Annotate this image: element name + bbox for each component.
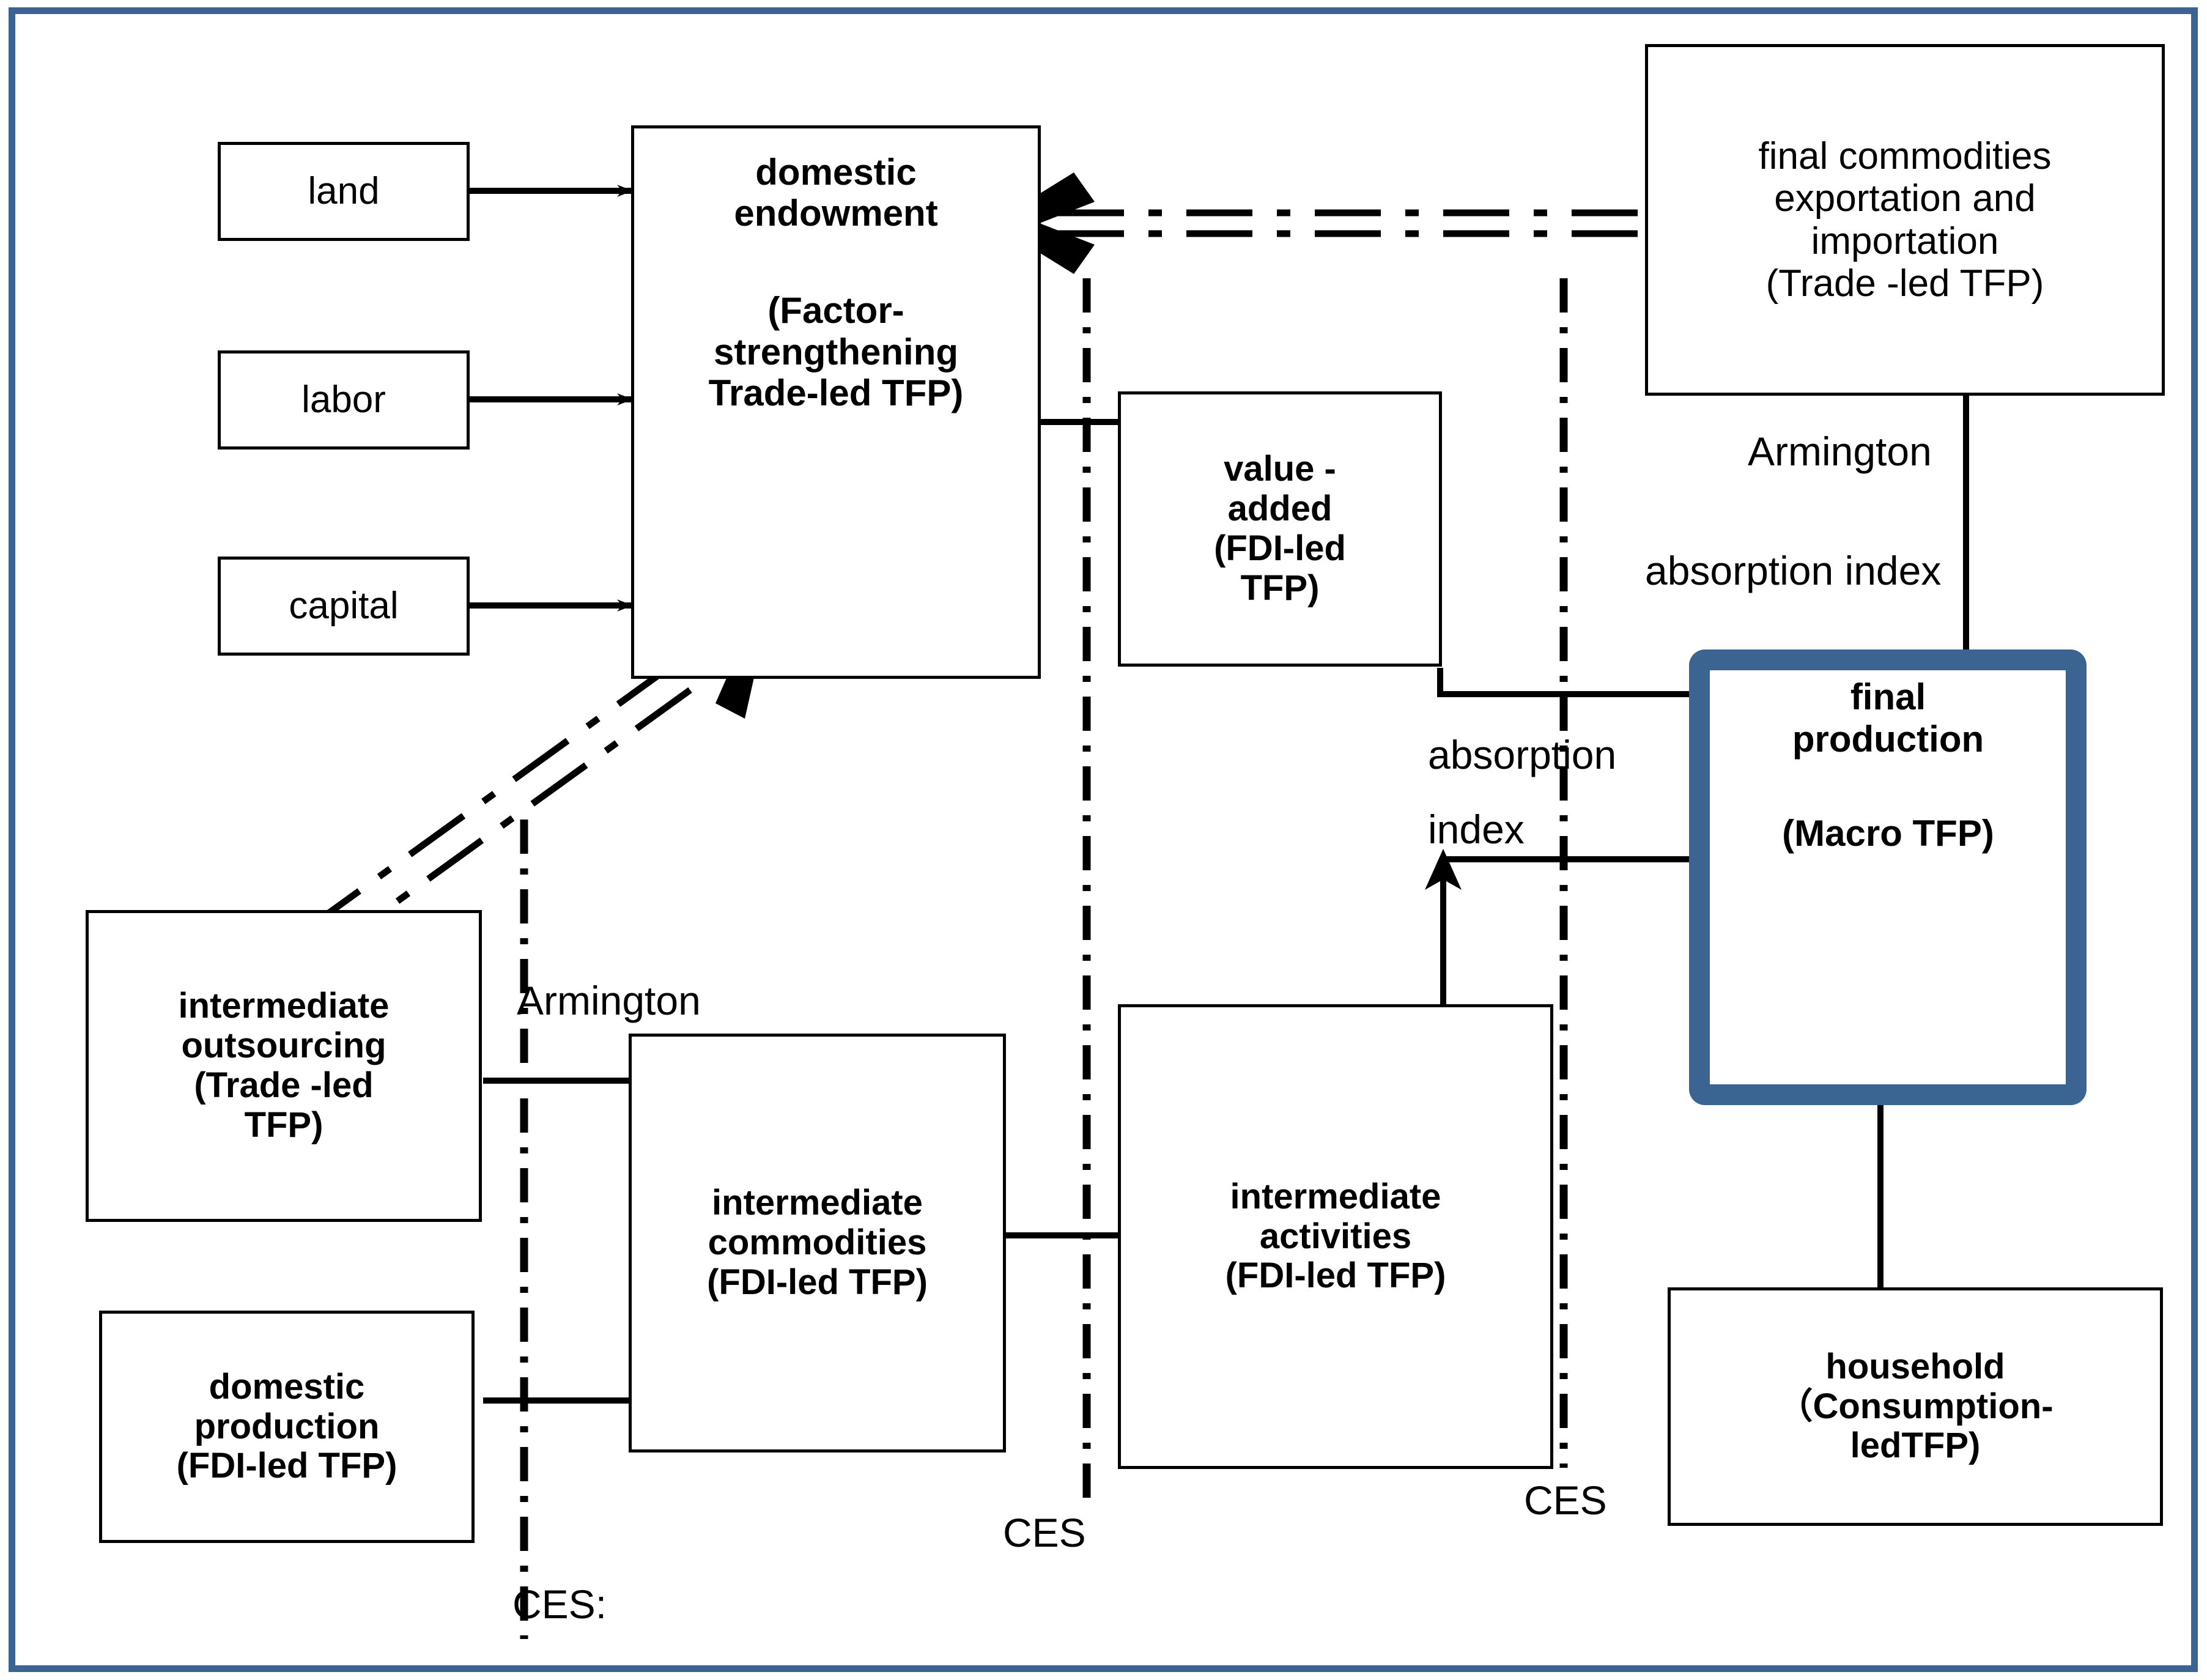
box-intermediate-commodities-line2: commodities bbox=[708, 1223, 927, 1263]
box-value-added[interactable]: value - added (FDI-led TFP) bbox=[1118, 391, 1442, 667]
box-final-production-line3: (Macro TFP) bbox=[1782, 813, 1994, 854]
box-domestic-production-line2: production bbox=[194, 1406, 380, 1446]
box-intermediate-outsourcing[interactable]: intermediate outsourcing (Trade -led TFP… bbox=[86, 910, 482, 1222]
arrowhead-trade-led-left bbox=[992, 172, 1095, 274]
box-final-commodities[interactable]: final commodities exportation and import… bbox=[1645, 44, 2165, 396]
label-armington-left: Armington bbox=[517, 978, 701, 1023]
box-value-added-line3: (FDI-led bbox=[1214, 528, 1346, 568]
box-final-commodities-line2: exportation and bbox=[1774, 177, 2036, 220]
box-household-line3: ledTFP) bbox=[1850, 1426, 1981, 1466]
box-labor-label: labor bbox=[301, 379, 386, 421]
box-domestic-production-line1: domestic bbox=[209, 1366, 365, 1407]
box-final-production[interactable] bbox=[1689, 649, 2087, 1105]
box-intermediate-activities-line1: intermediate bbox=[1230, 1176, 1441, 1216]
box-capital[interactable]: capital bbox=[218, 557, 470, 656]
label-index-left: index bbox=[1428, 807, 1525, 852]
box-intermediate-outsourcing-line2: outsourcing bbox=[181, 1026, 386, 1066]
box-intermediate-activities-line2: activities bbox=[1259, 1216, 1412, 1256]
label-armington-top-right: Armington bbox=[1748, 429, 1932, 474]
box-intermediate-outsourcing-line4: TFP) bbox=[244, 1105, 323, 1145]
box-final-production-text: final production (Macro TFP) bbox=[1712, 676, 2064, 854]
box-final-production-line2: production bbox=[1792, 719, 1984, 760]
label-absorption-left: absorption bbox=[1428, 732, 1617, 777]
box-domestic-production[interactable]: domestic production (FDI-led TFP) bbox=[99, 1311, 475, 1543]
flow-outsourcing-to-endowment bbox=[303, 657, 700, 957]
box-labor[interactable]: labor bbox=[218, 350, 470, 450]
box-intermediate-commodities[interactable]: intermediate commodities (FDI-led TFP) bbox=[629, 1034, 1006, 1452]
box-final-commodities-line4: (Trade -led TFP) bbox=[1765, 262, 2044, 305]
box-domestic-endowment-line4: strengthening bbox=[714, 331, 958, 372]
box-land-label: land bbox=[308, 170, 380, 213]
flow-trade-led-tfp-to-endowment bbox=[1058, 209, 1645, 237]
box-domestic-endowment[interactable]: domestic endowment (Factor- strengthenin… bbox=[631, 125, 1041, 679]
box-intermediate-outsourcing-line1: intermediate bbox=[178, 986, 390, 1026]
box-intermediate-activities-line3: (FDI-led TFP) bbox=[1225, 1256, 1446, 1296]
box-domestic-production-line3: (FDI-led TFP) bbox=[176, 1446, 397, 1486]
box-final-commodities-line1: final commodities bbox=[1758, 135, 2052, 177]
box-capital-label: capital bbox=[289, 585, 399, 627]
box-domestic-endowment-line1: domestic bbox=[755, 152, 917, 193]
box-value-added-line4: TFP) bbox=[1240, 568, 1320, 608]
box-household-line1: household bbox=[1825, 1346, 2005, 1386]
box-value-added-line1: value - bbox=[1224, 449, 1336, 489]
box-intermediate-activities[interactable]: intermediate activities (FDI-led TFP) bbox=[1118, 1004, 1553, 1469]
box-domestic-endowment-line2: endowment bbox=[734, 193, 938, 234]
arrowhead-activities-up bbox=[1425, 849, 1462, 890]
label-ces-left: CES: bbox=[512, 1582, 607, 1627]
box-intermediate-outsourcing-line3: (Trade -led bbox=[194, 1065, 374, 1105]
label-ces-right: CES bbox=[1524, 1478, 1607, 1523]
box-household-line2: （Consumption- bbox=[1777, 1386, 2054, 1426]
box-domestic-endowment-line5: Trade-led TFP) bbox=[708, 372, 964, 413]
box-intermediate-commodities-line1: intermediate bbox=[712, 1183, 923, 1223]
box-final-production-line1: final bbox=[1850, 676, 1926, 717]
label-ces-middle: CES bbox=[1003, 1510, 1086, 1555]
label-absorption-index-top-right: absorption index bbox=[1645, 548, 1942, 593]
box-household[interactable]: household （Consumption- ledTFP) bbox=[1668, 1287, 2163, 1526]
box-value-added-line2: added bbox=[1227, 489, 1333, 529]
box-intermediate-commodities-line3: (FDI-led TFP) bbox=[707, 1262, 928, 1302]
box-land[interactable]: land bbox=[218, 142, 470, 241]
box-domestic-endowment-line3: (Factor- bbox=[767, 290, 904, 331]
box-final-commodities-line3: importation bbox=[1811, 220, 1999, 262]
